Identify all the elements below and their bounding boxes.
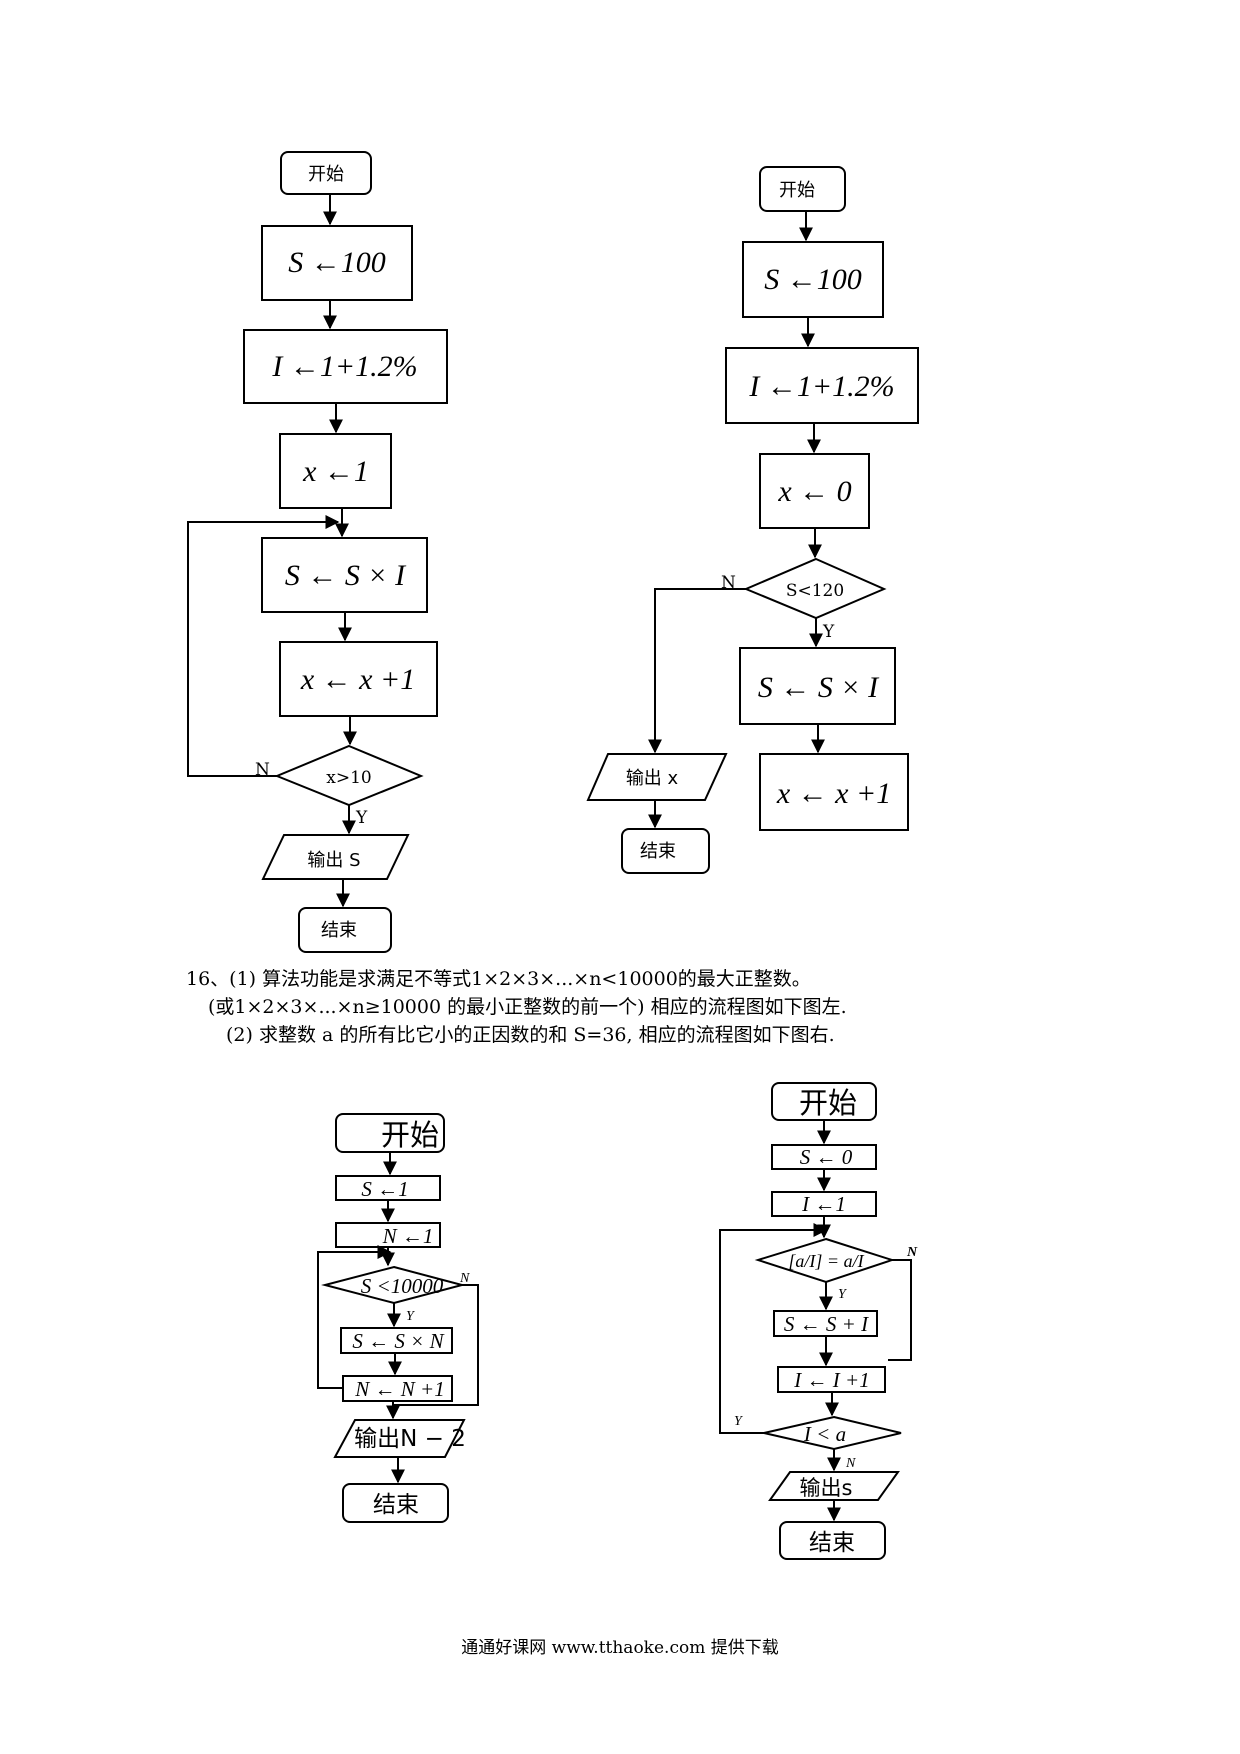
bl-yes-label: Y bbox=[406, 1309, 416, 1324]
bl-condition-label: S <10000 bbox=[361, 1274, 444, 1298]
br-loop-no-label: N bbox=[845, 1456, 856, 1471]
flowchart-bottom-right bbox=[719, 1082, 912, 1560]
tr-end-label: 结束 bbox=[640, 841, 676, 862]
tl-s-update-label: S ← S × I bbox=[285, 559, 407, 592]
tr-labels: 开始 S ←100 I ←1+1.2% x ← 0 S<120 N Y S ← … bbox=[626, 180, 895, 862]
tl-i-init-label: I ←1+1.2% bbox=[271, 350, 417, 383]
tr-i-init-box bbox=[725, 347, 919, 424]
tl-start-label: 开始 bbox=[308, 164, 344, 185]
tr-output-label: 输出 x bbox=[626, 768, 679, 789]
bl-no-label: N bbox=[459, 1271, 470, 1286]
tl-s-init-box bbox=[261, 225, 413, 301]
tl-end-label: 结束 bbox=[321, 920, 357, 941]
tl-output-label: 输出 S bbox=[307, 850, 360, 871]
br-i-update-label: I ← I +1 bbox=[793, 1368, 869, 1392]
flowchart-top-right bbox=[586, 166, 919, 874]
tl-x-init-box bbox=[279, 433, 392, 509]
tr-x-init-label: x ← 0 bbox=[777, 475, 851, 508]
br-s-update-label: S ← S + I bbox=[784, 1312, 869, 1336]
bl-s-update-label: S ← S × N bbox=[352, 1329, 444, 1353]
tr-s-init-box bbox=[742, 241, 884, 318]
br-end-label: 结束 bbox=[809, 1530, 855, 1556]
flowchart-bottom-left bbox=[317, 1113, 479, 1523]
tr-end-box bbox=[621, 828, 710, 874]
tr-output-parallelogram bbox=[586, 753, 728, 801]
br-output-parallelogram bbox=[768, 1471, 900, 1501]
br-s-init-label: S ← 0 bbox=[800, 1145, 853, 1169]
tl-start-box bbox=[280, 151, 372, 195]
tr-x-update-box bbox=[759, 753, 909, 831]
tl-x-update-label: x ← x +1 bbox=[300, 663, 415, 696]
tl-no-label: N bbox=[255, 760, 270, 780]
tr-condition-label: S<120 bbox=[786, 581, 844, 601]
tl-end-box bbox=[298, 907, 392, 953]
br-loop-yes-label: Y bbox=[734, 1414, 744, 1429]
tl-i-init-box bbox=[243, 329, 448, 404]
bl-output-parallelogram bbox=[333, 1419, 466, 1458]
tl-yes-label: Y bbox=[355, 808, 368, 828]
tl-x-init-label: x ←1 bbox=[302, 455, 369, 488]
bl-output-label: 输出N − 2 bbox=[354, 1426, 466, 1452]
tl-s-init-label: S ←100 bbox=[288, 246, 386, 279]
bl-n-init-label: N ←1 bbox=[382, 1224, 434, 1248]
tl-labels: 开始 S ←100 I ←1+1.2% x ←1 S ← S × I x ← x… bbox=[255, 164, 418, 941]
br-start-label: 开始 bbox=[799, 1086, 857, 1120]
tr-yes-label: Y bbox=[822, 622, 835, 642]
bl-s-update-box bbox=[340, 1327, 453, 1354]
br-labels: 开始 S ← 0 I ←1 [a/I] = a/I N Y S ← S + I … bbox=[734, 1086, 918, 1556]
problem-line-3: (2) 求整数 a 的所有比它小的正因数的和 S=36, 相应的流程图如下图右. bbox=[226, 1024, 835, 1046]
tr-s-update-label: S ← S × I bbox=[758, 671, 880, 704]
br-no-label: N bbox=[906, 1245, 918, 1260]
br-output-label: 输出s bbox=[800, 1476, 853, 1500]
br-i-init-label: I ←1 bbox=[801, 1192, 846, 1216]
bl-end-label: 结束 bbox=[373, 1492, 419, 1518]
bl-start-label: 开始 bbox=[381, 1118, 439, 1152]
tr-i-init-label: I ←1+1.2% bbox=[748, 370, 894, 403]
tl-condition-label: x>10 bbox=[326, 768, 371, 788]
bl-labels: 开始 S ←1 N ←1 S <10000 N Y S ← S × N N ← … bbox=[352, 1118, 470, 1518]
footer-credit: 通通好课网 www.tthaoke.com 提供下载 bbox=[461, 1638, 779, 1658]
tr-s-init-label: S ←100 bbox=[764, 263, 862, 296]
bl-n-update-label: N ← N +1 bbox=[354, 1377, 444, 1401]
bl-s-init-label: S ←1 bbox=[361, 1177, 408, 1201]
tl-x-update-box bbox=[279, 641, 438, 717]
tl-output-parallelogram bbox=[261, 834, 410, 880]
problem-line-2: (或1×2×3×...×n≥10000 的最小正整数的前一个) 相应的流程图如下… bbox=[208, 996, 847, 1018]
bl-end-box bbox=[342, 1483, 449, 1523]
br-yes-label: Y bbox=[838, 1287, 848, 1302]
br-end-box bbox=[779, 1521, 886, 1560]
problem-line-1: 16、(1) 算法功能是求满足不等式1×2×3×...×n<10000的最大正整… bbox=[186, 968, 811, 990]
br-loop-condition-label: I < a bbox=[803, 1422, 846, 1446]
tr-x-update-label: x ← x +1 bbox=[776, 777, 891, 810]
tr-start-label: 开始 bbox=[779, 180, 815, 201]
br-condition-label: [a/I] = a/I bbox=[788, 1251, 864, 1271]
tr-no-label: N bbox=[721, 573, 736, 593]
flowchart-top-left bbox=[187, 151, 448, 953]
tr-start-box bbox=[759, 166, 846, 212]
